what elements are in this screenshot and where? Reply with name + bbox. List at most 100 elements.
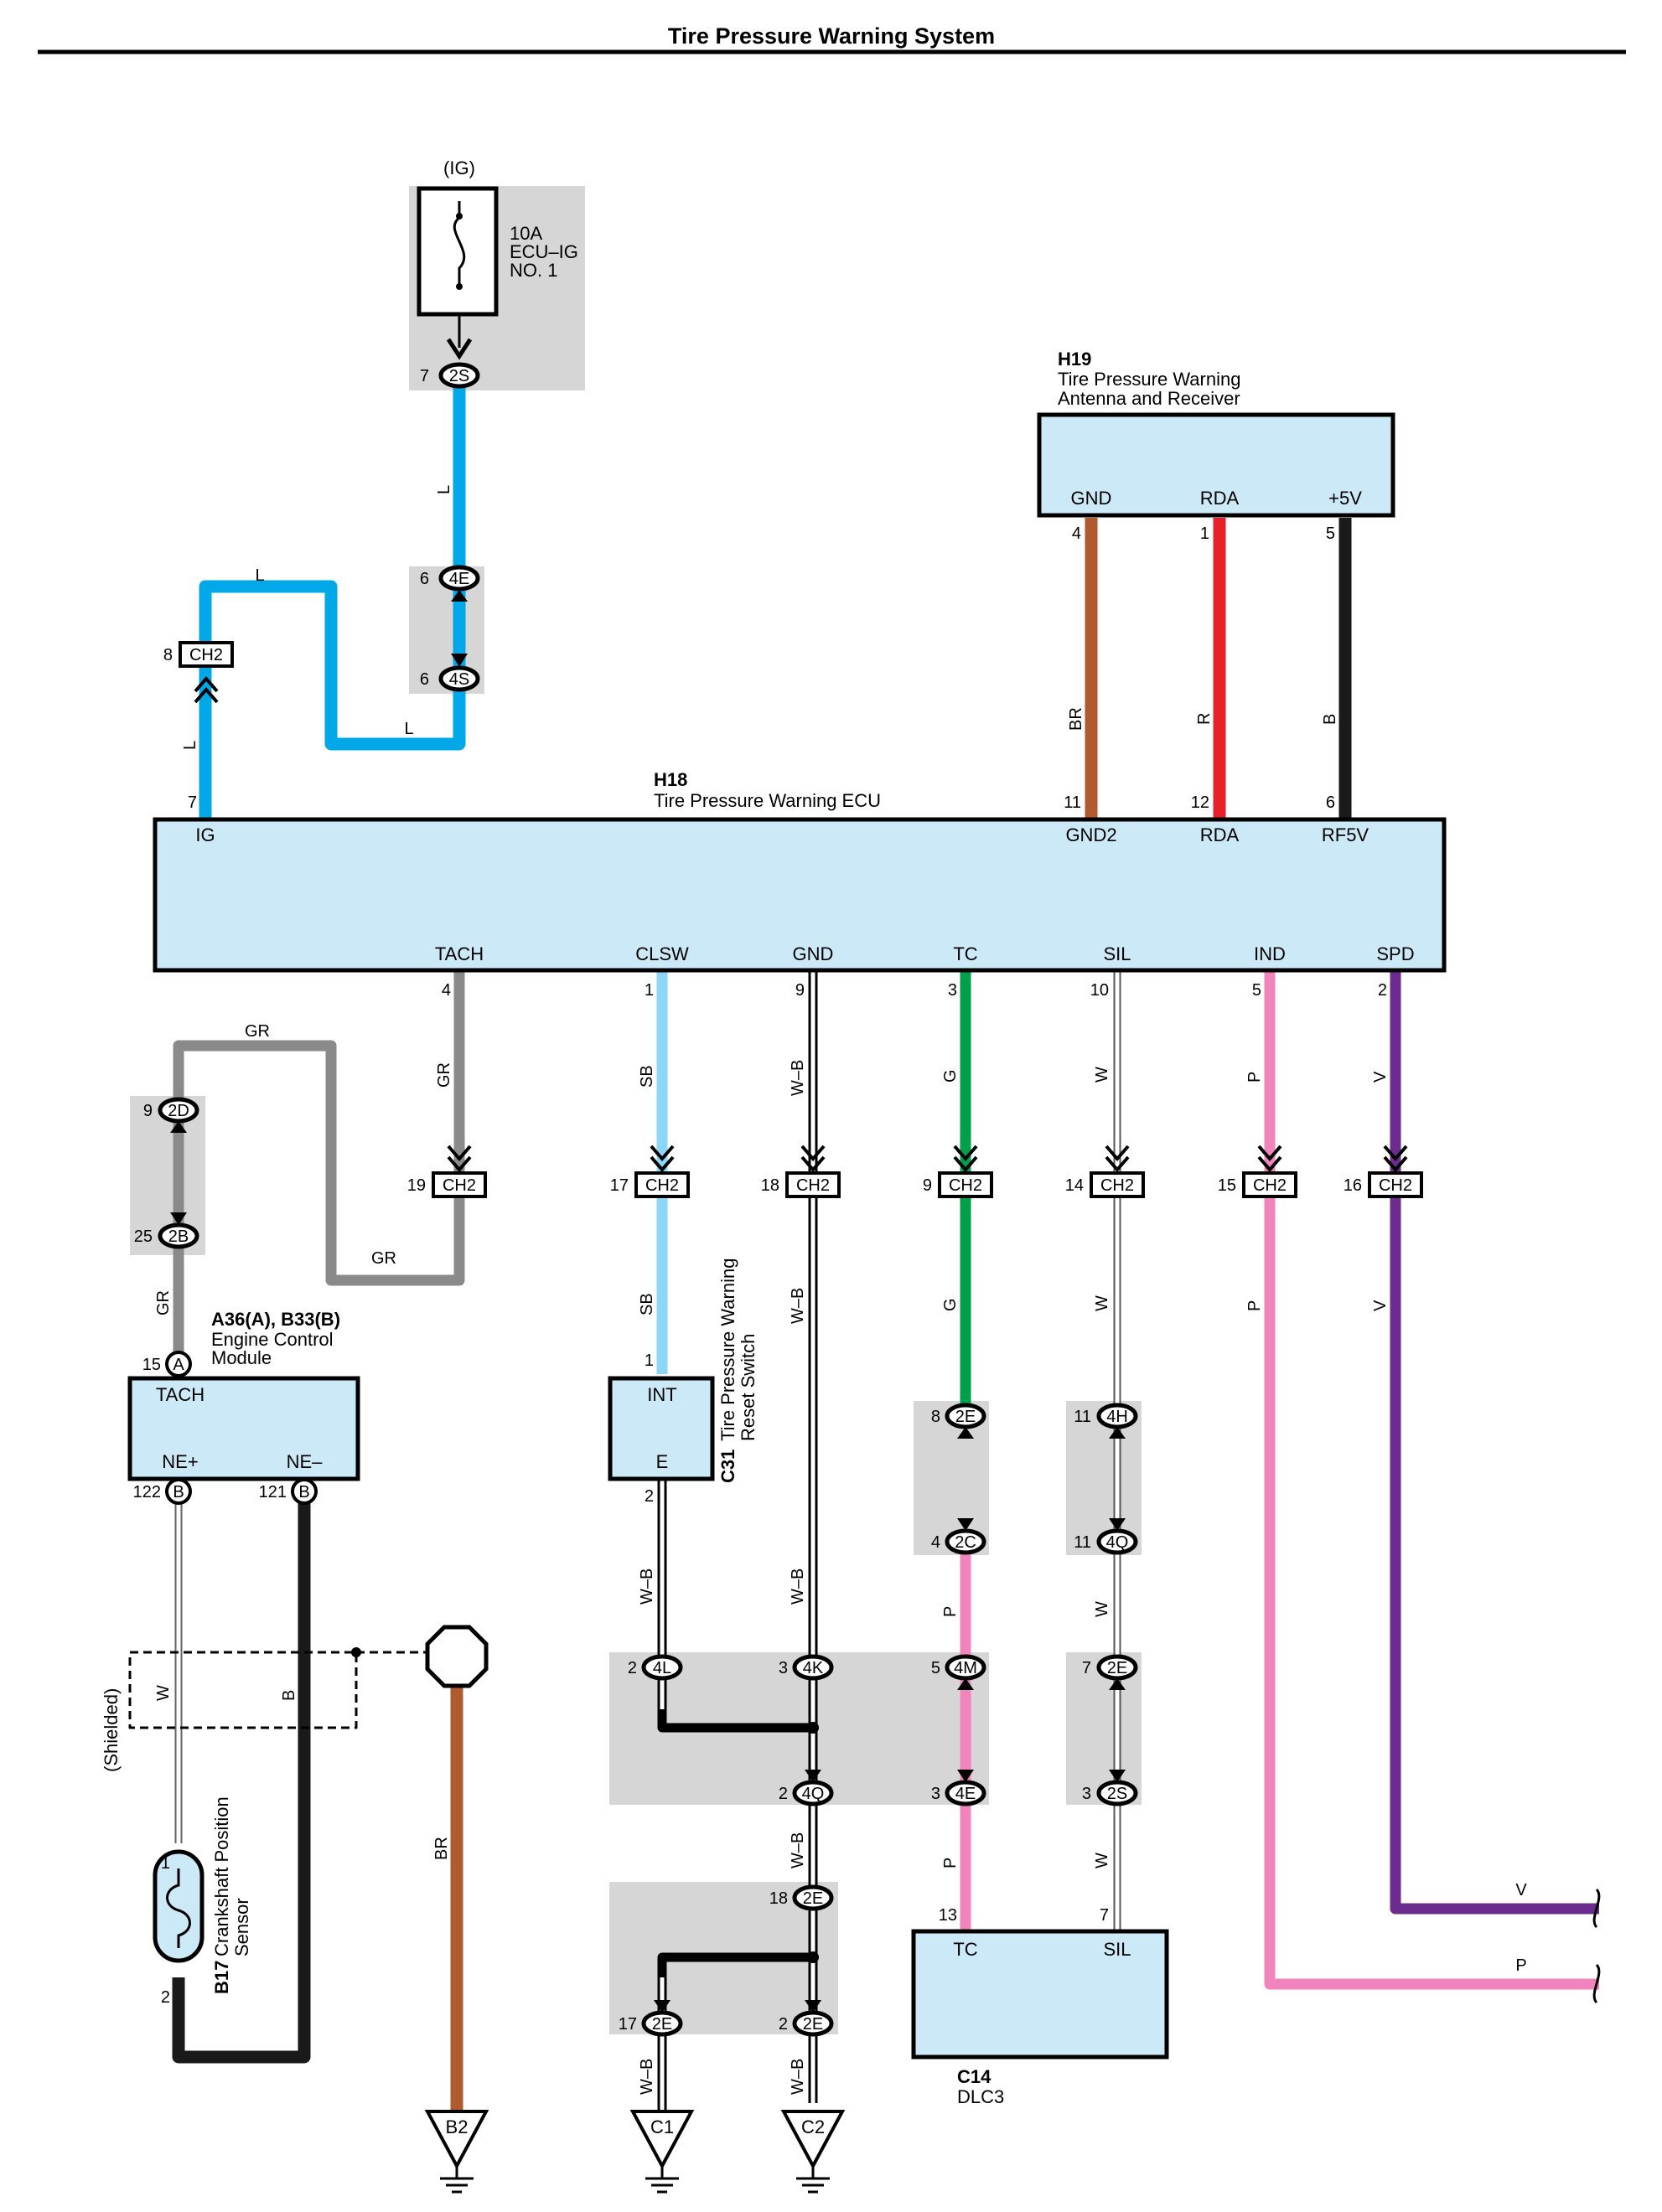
svg-text:2: 2 (161, 1988, 170, 2007)
connector-2e-gnd-a: 2E 18 (769, 1884, 834, 1911)
svg-text:122: 122 (133, 1483, 161, 1501)
svg-text:4E: 4E (955, 1785, 976, 1803)
svg-text:B: B (1321, 714, 1339, 725)
svg-text:13: 13 (939, 1906, 957, 1925)
svg-text:IND: IND (1254, 943, 1286, 964)
h19-antenna-receiver: H19 Tire Pressure Warning Antenna and Re… (1037, 349, 1395, 543)
ecm-module: A36(A), B33(B) Engine Control Module TAC… (127, 1309, 360, 1481)
connector-arrows (170, 590, 1126, 2013)
svg-text:B: B (280, 1690, 298, 1701)
svg-text:P: P (1515, 1956, 1526, 1975)
svg-text:SPD: SPD (1376, 943, 1414, 964)
svg-text:8: 8 (163, 646, 173, 664)
svg-text:A36(A), B33(B): A36(A), B33(B) (211, 1309, 340, 1330)
wire-b-nem (172, 1487, 311, 2064)
svg-text:2: 2 (779, 2015, 788, 2034)
connector-b122: B 122 (133, 1478, 192, 1505)
svg-text:GND: GND (1071, 488, 1112, 509)
svg-text:2E: 2E (803, 1889, 823, 1908)
svg-text:P: P (941, 1858, 960, 1868)
svg-text:7: 7 (420, 367, 429, 385)
svg-text:C14: C14 (957, 2066, 992, 2087)
wire-p-ind (1264, 972, 1599, 1990)
svg-text:10: 10 (1090, 981, 1109, 1000)
svg-text:G: G (941, 1069, 960, 1083)
shaded-areas (130, 186, 1142, 2034)
connector-2s-sil: 2S3 (1082, 1780, 1138, 1806)
svg-text:A: A (173, 1356, 184, 1374)
svg-text:GR: GR (435, 1062, 453, 1088)
svg-text:INT: INT (647, 1384, 676, 1405)
svg-text:G: G (941, 1298, 960, 1311)
svg-text:5: 5 (1252, 981, 1261, 1000)
svg-text:SB: SB (638, 1065, 656, 1088)
svg-text:H19: H19 (1058, 349, 1091, 370)
svg-text:2S: 2S (1107, 1785, 1127, 1803)
connector-2d: 2D 9 (143, 1097, 199, 1124)
svg-text:W–B: W–B (789, 1569, 807, 1605)
connector-4s: 4S6 (420, 665, 480, 692)
svg-text:GR: GR (154, 1290, 173, 1315)
svg-text:Sensor: Sensor (231, 1898, 252, 1956)
svg-text:L: L (404, 720, 413, 738)
svg-text:2E: 2E (803, 2015, 823, 2034)
svg-text:BR: BR (432, 1837, 451, 1860)
svg-text:CH2: CH2 (1100, 1176, 1134, 1195)
svg-text:12: 12 (1191, 793, 1209, 812)
svg-text:Tire Pressure Warning: Tire Pressure Warning (1058, 369, 1240, 390)
page-title: Tire Pressure Warning System (668, 23, 995, 49)
connector-4q-gnd: 4Q2 (779, 1780, 834, 1806)
svg-text:H18: H18 (654, 769, 687, 790)
svg-text:RDA: RDA (1200, 488, 1240, 509)
svg-text:CH2: CH2 (443, 1176, 476, 1195)
svg-text:9: 9 (795, 981, 805, 1000)
svg-text:(Shielded): (Shielded) (101, 1688, 122, 1772)
svg-text:CH2: CH2 (949, 1176, 982, 1195)
svg-text:CLSW: CLSW (635, 943, 689, 964)
connector-2c: 2C4 (931, 1528, 986, 1555)
wire-continuation-marks (1592, 1888, 1601, 2004)
svg-text:SB: SB (638, 1293, 656, 1315)
svg-text:11: 11 (1074, 1533, 1091, 1552)
ground-c1: C1 (629, 2110, 695, 2194)
svg-text:6: 6 (420, 670, 429, 689)
svg-text:W: W (1093, 1601, 1111, 1617)
svg-text:W–B: W–B (638, 2059, 656, 2095)
svg-text:2: 2 (779, 1785, 788, 1803)
h18-tpms-ecu: H18 Tire Pressure Warning ECU IG GND2 RD… (153, 769, 1447, 1000)
svg-text:BR: BR (1067, 707, 1085, 731)
svg-text:121: 121 (259, 1483, 287, 1501)
fuse-ecu-ig: (IG) 10A ECU–IG NO. 1 (417, 158, 578, 360)
svg-text:9: 9 (143, 1102, 153, 1120)
svg-text:W: W (1093, 1853, 1111, 1868)
svg-text:NE–: NE– (287, 1451, 324, 1472)
svg-text:4E: 4E (449, 570, 469, 588)
svg-text:2E: 2E (955, 1408, 976, 1426)
svg-text:11: 11 (1074, 1408, 1091, 1426)
svg-text:L: L (255, 566, 264, 585)
svg-text:2: 2 (645, 1487, 654, 1506)
svg-text:W–B: W–B (789, 1832, 807, 1868)
svg-text:4H: 4H (1106, 1408, 1128, 1426)
svg-text:V: V (1371, 1071, 1390, 1083)
svg-text:3: 3 (779, 1659, 788, 1677)
svg-text:15: 15 (142, 1356, 161, 1374)
wire-gr-tach (173, 972, 465, 1359)
svg-text:18: 18 (769, 1889, 788, 1908)
svg-text:2D: 2D (168, 1102, 189, 1120)
svg-text:L: L (181, 741, 199, 750)
svg-text:6: 6 (420, 570, 429, 588)
svg-text:V: V (1515, 1881, 1527, 1899)
svg-text:B: B (173, 1483, 184, 1501)
svg-text:4: 4 (442, 981, 451, 1000)
svg-text:W: W (1093, 1295, 1111, 1311)
svg-text:7: 7 (1082, 1659, 1091, 1677)
